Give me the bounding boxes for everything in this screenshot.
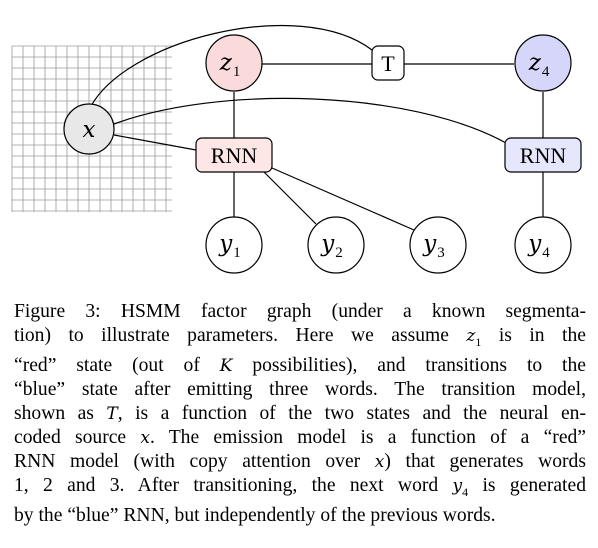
caption-math: x	[374, 451, 385, 472]
caption-text: possibilities), and transitions to the	[232, 354, 586, 376]
rnn-node-red: RNN	[195, 137, 273, 173]
caption-text: ) that generates words	[384, 450, 586, 472]
caption-text: by the “blue” RNN, but independently of …	[14, 504, 496, 526]
caption-math: x	[140, 427, 150, 448]
caption-math: K	[219, 355, 233, 376]
transition-node-label: T	[381, 51, 395, 76]
caption-text: coded source	[14, 426, 141, 448]
output-node-y1-sub: 1	[233, 245, 241, 261]
output-node-y4: y4	[514, 216, 572, 274]
caption-line-9: by the “blue” RNN, but independently of …	[14, 504, 586, 528]
caption-text: HSMM factor graph (under a known segment…	[100, 301, 587, 322]
edge-x-rnn2	[113, 97, 507, 144]
svg-text:y3: y3	[422, 231, 445, 261]
output-node-y1-label: y	[218, 231, 233, 257]
caption-text: “blue” state after emitting three words.…	[14, 378, 586, 400]
output-node-y3-label: y	[422, 231, 437, 257]
svg-text:z1: z1	[219, 50, 241, 80]
caption-math-sub: 4	[462, 484, 469, 499]
caption-line-2: tion) to illustrate parameters. Here we …	[14, 324, 586, 354]
caption-math: y	[452, 475, 463, 496]
caption-line-8: 1, 2 and 3. After transitioning, the nex…	[14, 474, 586, 504]
edge-rnn1-y3	[271, 167, 415, 231]
caption-text: tion) to illustrate parameters. Here we …	[14, 325, 467, 346]
factor-graph-figure: x z1 T z4 RNN RNN	[11, 24, 582, 274]
rnn-node-blue-label: RNN	[520, 143, 567, 168]
output-node-y1: y1	[205, 216, 263, 274]
output-node-y4-label: y	[527, 231, 542, 257]
state-node-z1-label: z	[219, 50, 233, 76]
caption-line-6: coded source x. The emission model is a …	[14, 426, 586, 450]
state-node-z1-sub: 1	[233, 64, 241, 80]
caption-text: shown as	[14, 402, 107, 424]
output-node-y2-label: y	[320, 231, 335, 257]
rnn-node-red-label: RNN	[211, 143, 258, 168]
svg-text:y2: y2	[320, 231, 343, 261]
figure-caption: Figure 3: HSMM factor graph (under a kno…	[14, 300, 586, 528]
edge-x-T	[87, 24, 373, 113]
output-node-y2-sub: 2	[335, 245, 343, 261]
caption-text: . The emission model is a function of a …	[149, 426, 587, 448]
output-node-y3: y3	[409, 216, 467, 274]
caption-text: 1, 2 and 3. After transitioning, the nex…	[14, 474, 453, 496]
source-node-x: x	[63, 103, 115, 155]
caption-line-7: RNN model (with copy attention over x) t…	[14, 450, 586, 474]
output-node-y3-sub: 3	[437, 245, 445, 261]
transition-node-T: T	[371, 45, 405, 81]
caption-text: RNN model (with copy attention over	[14, 450, 375, 472]
source-node-label: x	[83, 117, 96, 143]
output-node-y4-sub: 4	[542, 245, 550, 261]
state-node-z4: z4	[514, 34, 572, 92]
caption-line-3: “red” state (out of K possibilities), an…	[14, 354, 586, 378]
state-node-z4-label: z	[528, 50, 542, 76]
caption-text: “red” state (out of	[14, 354, 220, 376]
edge-x-rnn1	[113, 134, 197, 151]
caption-figure-label: Figure 3:	[14, 301, 101, 322]
caption-text: is generated	[468, 474, 586, 496]
edge-rnn1-y2	[261, 169, 317, 225]
rnn-node-blue: RNN	[504, 137, 582, 173]
caption-math: T	[106, 403, 118, 424]
state-node-z4-sub: 4	[542, 64, 550, 80]
graph-edges	[87, 24, 544, 231]
svg-text:y1: y1	[218, 231, 241, 261]
state-node-z1: z1	[205, 34, 263, 92]
caption-math: z	[466, 326, 476, 346]
caption-math-sub: 1	[475, 334, 482, 349]
output-node-y2: y2	[307, 216, 365, 274]
svg-text:z4: z4	[528, 50, 550, 80]
caption-text: is in the	[481, 325, 586, 346]
caption-line-5: shown as T, is a function of the two sta…	[14, 402, 586, 426]
svg-text:y4: y4	[527, 231, 550, 261]
caption-text: , is a function of the two states and th…	[117, 402, 586, 424]
caption-line-1: Figure 3: HSMM factor graph (under a kno…	[14, 300, 586, 324]
caption-line-4: “blue” state after emitting three words.…	[14, 378, 586, 402]
